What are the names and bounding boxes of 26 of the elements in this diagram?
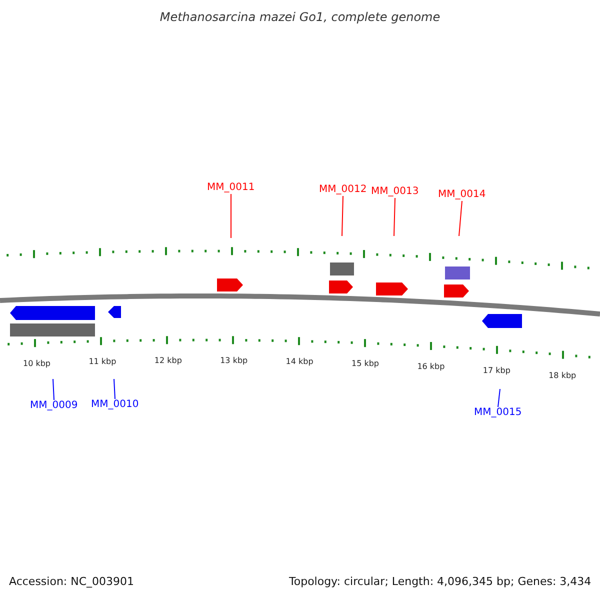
gene-label: MM_0011 — [207, 182, 255, 194]
leader-line — [52, 378, 54, 400]
leader-line — [458, 200, 462, 236]
gene-label: MM_0009 — [30, 400, 78, 412]
leader-line — [394, 198, 396, 236]
scale-label: 17 kbp — [482, 366, 510, 376]
gene-label: MM_0014 — [438, 189, 486, 201]
leader-line — [230, 194, 232, 238]
scale-label: 15 kbp — [352, 359, 380, 369]
scale-label: 16 kbp — [417, 362, 445, 372]
scale-label: 10 kbp — [23, 358, 51, 369]
gene-label: MM_0010 — [91, 399, 139, 411]
gene-label: MM_0012 — [319, 184, 367, 196]
scale-label: 12 kbp — [154, 356, 182, 366]
chart-title: Methanosarcina mazei Go1, complete genome — [158, 10, 442, 24]
genome-info-text: Topology: circular; Length: 4,096,345 bp; Genes: 3,434 — [289, 575, 592, 588]
gene-label: MM_0015 — [474, 407, 522, 419]
leader-line — [342, 196, 344, 236]
gene-label: MM_0013 — [371, 186, 419, 198]
leader-line — [114, 378, 116, 400]
scale-label: 13 kbp — [220, 356, 248, 366]
scale-label: 14 kbp — [286, 357, 314, 367]
scale-label: 11 kbp — [88, 357, 116, 367]
accession-text: Accession: NC_003901 — [9, 575, 134, 588]
scale-label: 18 kbp — [548, 370, 576, 380]
leader-line — [498, 388, 500, 408]
